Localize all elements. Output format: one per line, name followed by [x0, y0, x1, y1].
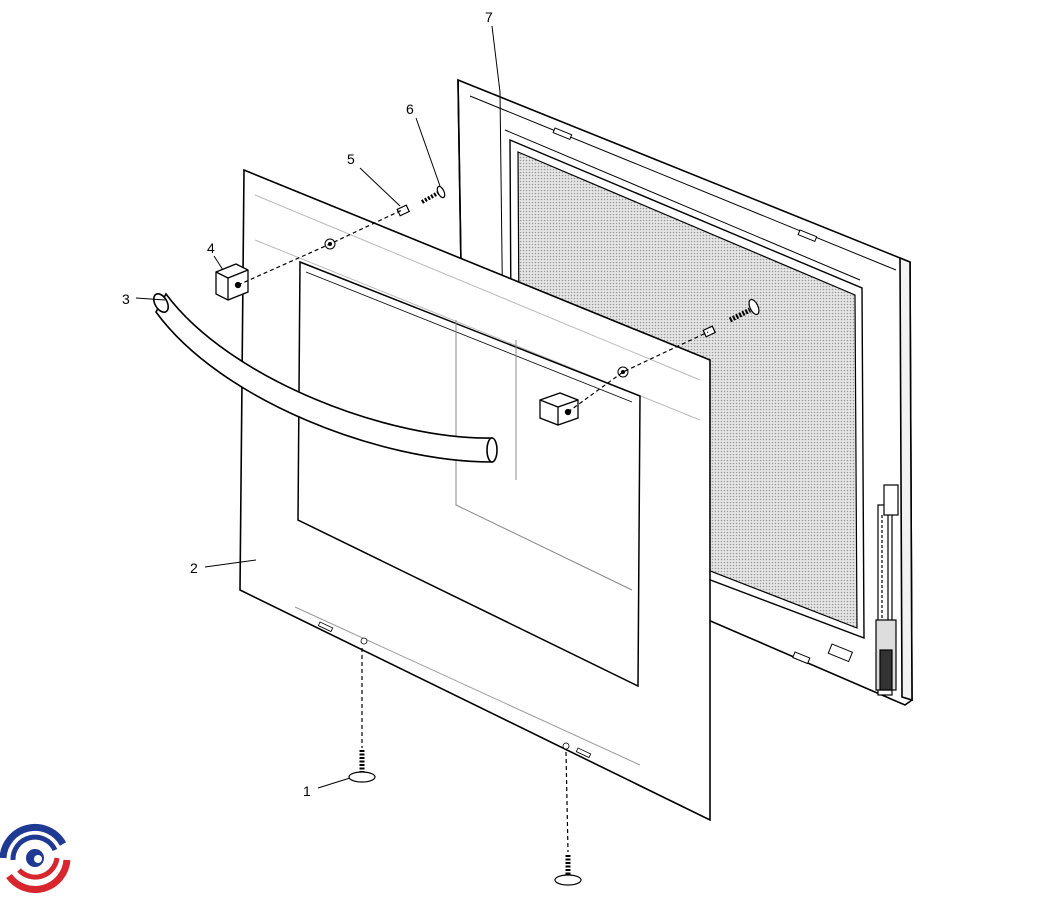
handle-bracket-left [215, 263, 249, 301]
callout-2-label: 2 [190, 560, 198, 576]
spacer-right [702, 325, 717, 338]
callout-6: 6 [406, 101, 441, 187]
assembly-lines [237, 209, 709, 853]
screw-top-left [421, 185, 446, 204]
callout-4: 4 [207, 240, 224, 271]
callout-7: 7 [485, 9, 501, 93]
callout-5-label: 5 [347, 151, 355, 167]
screw-bottom-left [348, 750, 376, 783]
door-hinge [875, 484, 899, 696]
callout-1: 1 [303, 777, 351, 799]
door-handle [152, 292, 498, 463]
callout-2: 2 [190, 559, 257, 576]
callout-3: 3 [122, 291, 166, 307]
callout-7-label: 7 [485, 9, 493, 25]
callout-6-label: 6 [406, 101, 414, 117]
callout-4-label: 4 [207, 240, 215, 256]
callout-1-label: 1 [303, 783, 311, 799]
callout-3-label: 3 [122, 291, 130, 307]
callout-5: 5 [347, 151, 401, 207]
screw-bottom-right [554, 855, 582, 886]
outer-door-panel [239, 168, 711, 822]
screw-top-right [728, 298, 760, 323]
brand-swirl-icon [0, 823, 71, 893]
spacer-left [396, 204, 411, 217]
handle-bracket-right [539, 392, 579, 426]
